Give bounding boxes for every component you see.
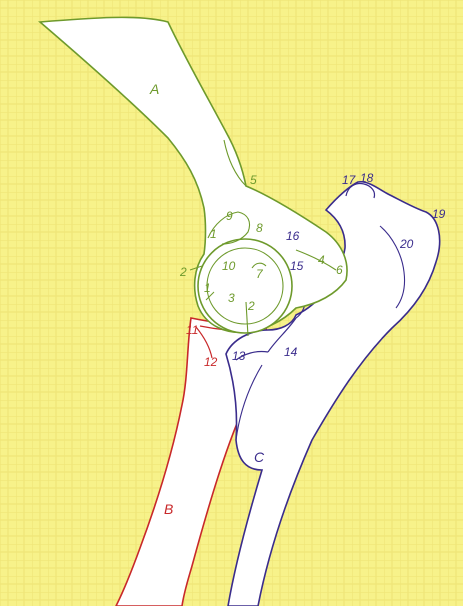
label-5: 5 [250,173,257,187]
label-20: 20 [399,237,414,251]
label-15: 15 [290,259,304,273]
label-16: 16 [286,229,300,243]
label-b: B [164,501,173,517]
label-8: 8 [256,221,263,235]
label-9: 9 [226,209,233,223]
label-19: 19 [432,207,446,221]
label-1-lower: 1 [204,281,211,295]
label-1-upper: 1 [210,227,217,241]
label-c: C [254,449,265,465]
label-a: A [149,81,159,97]
humerus-condyle-circle [198,239,292,333]
label-3: 3 [228,291,235,305]
label-18: 18 [360,171,374,185]
label-2-left: 2 [179,265,187,279]
label-4: 4 [318,253,325,267]
label-14: 14 [284,345,298,359]
label-11: 11 [186,323,198,337]
label-13: 13 [232,349,246,363]
label-17: 17 [342,173,357,187]
label-2-lower: 2 [247,299,255,313]
label-10: 10 [222,259,236,273]
label-12: 12 [204,355,218,369]
label-6: 6 [336,263,343,277]
